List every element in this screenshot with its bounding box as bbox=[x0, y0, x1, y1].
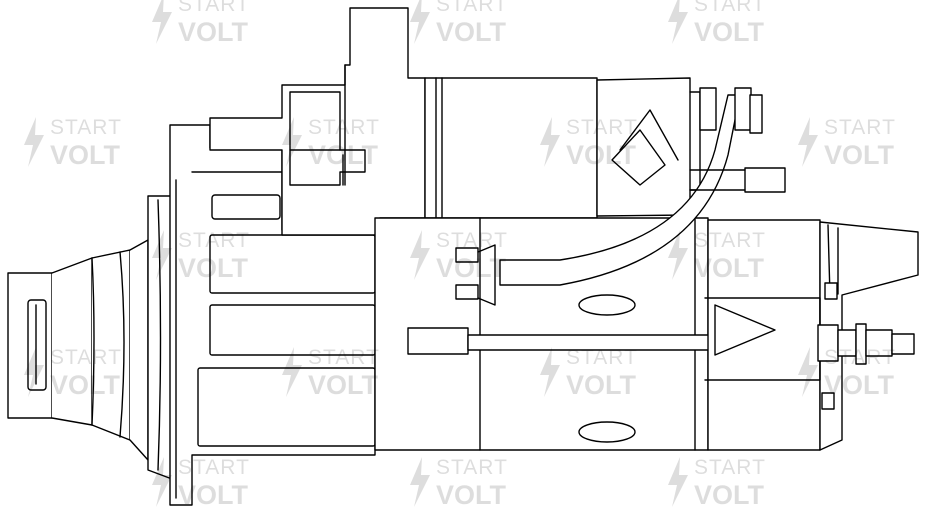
watermark-volt: VOLT bbox=[436, 480, 506, 510]
watermark-start: START bbox=[308, 116, 380, 139]
watermark-start: START bbox=[436, 0, 508, 16]
watermark-volt: VOLT bbox=[566, 370, 636, 400]
lightning-bolt-icon bbox=[540, 117, 560, 167]
watermark: START VOLT bbox=[796, 115, 916, 171]
power-cable bbox=[500, 95, 740, 285]
upper-bracket bbox=[210, 8, 425, 235]
watermark-start: START bbox=[824, 116, 896, 139]
watermark: START VOLT bbox=[538, 115, 658, 171]
watermark: START VOLT bbox=[150, 455, 270, 511]
watermark-volt: VOLT bbox=[694, 253, 764, 283]
mounting-flange bbox=[170, 125, 375, 505]
solenoid-terminals bbox=[690, 88, 785, 192]
watermark-volt: VOLT bbox=[178, 253, 248, 283]
watermark-volt: VOLT bbox=[694, 17, 764, 47]
watermark-volt: VOLT bbox=[436, 253, 506, 283]
watermark: START VOLT bbox=[408, 455, 528, 511]
watermark: START VOLT bbox=[22, 115, 142, 171]
lightning-bolt-icon bbox=[282, 347, 302, 397]
watermark-start: START bbox=[50, 116, 122, 139]
watermark-start: START bbox=[566, 116, 638, 139]
watermark: START VOLT bbox=[796, 345, 916, 401]
lightning-bolt-icon bbox=[152, 0, 172, 44]
nose-cover bbox=[8, 250, 130, 440]
watermark-start: START bbox=[50, 346, 122, 369]
watermark-volt: VOLT bbox=[436, 17, 506, 47]
lightning-bolt-icon bbox=[668, 0, 688, 44]
watermark-volt: VOLT bbox=[50, 140, 120, 170]
watermark-volt: VOLT bbox=[308, 370, 378, 400]
watermark-volt: VOLT bbox=[824, 370, 894, 400]
watermark: START VOLT bbox=[22, 345, 142, 401]
watermark: START VOLT bbox=[538, 345, 658, 401]
commutator-end-cap bbox=[705, 220, 918, 450]
watermark: START VOLT bbox=[666, 228, 786, 284]
watermark: START VOLT bbox=[150, 228, 270, 284]
watermark-volt: VOLT bbox=[566, 140, 636, 170]
watermark-start: START bbox=[308, 346, 380, 369]
watermark: START VOLT bbox=[408, 0, 528, 48]
watermark-volt: VOLT bbox=[308, 140, 378, 170]
watermark: START VOLT bbox=[666, 455, 786, 511]
motor-yoke bbox=[375, 218, 708, 450]
lightning-bolt-icon bbox=[668, 457, 688, 507]
lightning-bolt-icon bbox=[24, 117, 44, 167]
lightning-bolt-icon bbox=[152, 230, 172, 280]
lightning-bolt-icon bbox=[540, 347, 560, 397]
watermark-volt: VOLT bbox=[824, 140, 894, 170]
lightning-bolt-icon bbox=[798, 117, 818, 167]
watermark-start: START bbox=[694, 0, 766, 16]
lightning-bolt-icon bbox=[668, 230, 688, 280]
watermark-volt: VOLT bbox=[694, 480, 764, 510]
watermark: START VOLT bbox=[280, 115, 400, 171]
lightning-bolt-icon bbox=[152, 457, 172, 507]
lightning-bolt-icon bbox=[798, 347, 818, 397]
watermark-start: START bbox=[694, 456, 766, 479]
watermark-start: START bbox=[178, 0, 250, 16]
watermark: START VOLT bbox=[666, 0, 786, 48]
watermark-start: START bbox=[436, 229, 508, 252]
watermark: START VOLT bbox=[408, 228, 528, 284]
watermark-volt: VOLT bbox=[178, 480, 248, 510]
watermark-volt: VOLT bbox=[50, 370, 120, 400]
watermark-start: START bbox=[824, 346, 896, 369]
watermark-start: START bbox=[178, 456, 250, 479]
watermark-start: START bbox=[178, 229, 250, 252]
end-terminal-bolt bbox=[818, 324, 914, 364]
lightning-bolt-icon bbox=[410, 457, 430, 507]
watermark-start: START bbox=[694, 229, 766, 252]
lightning-bolt-icon bbox=[282, 117, 302, 167]
watermark-start: START bbox=[436, 456, 508, 479]
solenoid-body bbox=[425, 78, 700, 218]
watermark-start: START bbox=[566, 346, 638, 369]
lightning-bolt-icon bbox=[410, 0, 430, 44]
watermark: START VOLT bbox=[150, 0, 270, 48]
watermark: START VOLT bbox=[280, 345, 400, 401]
lightning-bolt-icon bbox=[24, 347, 44, 397]
lightning-bolt-icon bbox=[410, 230, 430, 280]
watermark-volt: VOLT bbox=[178, 17, 248, 47]
